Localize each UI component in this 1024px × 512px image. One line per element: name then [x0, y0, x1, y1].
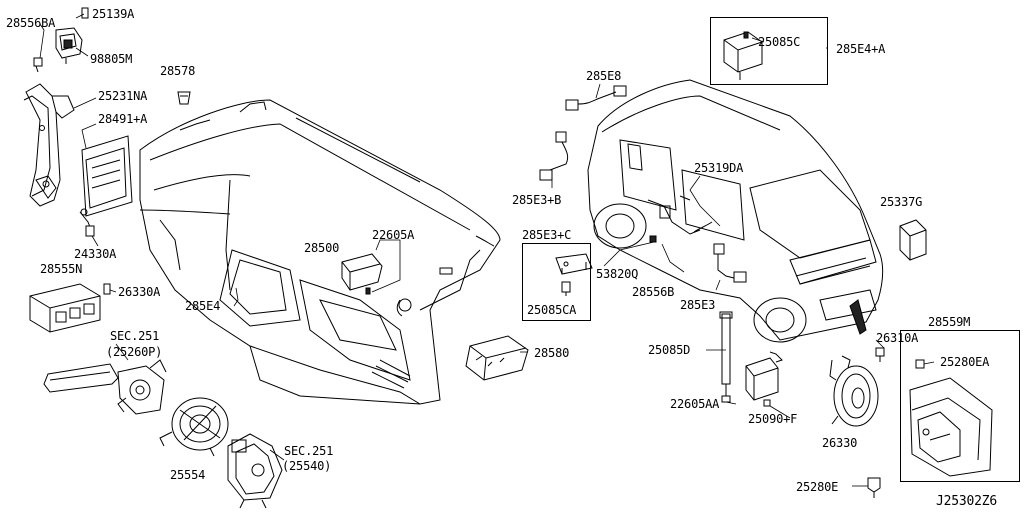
label-sec251-b: SEC.251 [284, 444, 334, 458]
label-28500: 28500 [304, 241, 340, 255]
clip-part [177, 91, 191, 105]
horn [829, 347, 885, 427]
dashboard [139, 99, 501, 405]
diagram-id: J25302Z6 [936, 494, 998, 509]
label-28580: 28580 [534, 346, 570, 360]
label-28555N: 28555N [40, 262, 83, 276]
label-25085CA: 25085CA [527, 303, 577, 317]
label-25139A: 25139A [92, 7, 135, 21]
control-unit-28500 [341, 253, 383, 295]
leader-lines [39, 13, 935, 487]
label-25319DA: 25319DA [694, 161, 744, 175]
label-285E4A: 285E4+A [836, 42, 886, 56]
spiral-cable [159, 397, 229, 457]
label-sec251-a: SEC.251 [110, 329, 160, 343]
label-285E3B: 285E3+B [512, 193, 562, 207]
harness-285E3B [539, 131, 569, 181]
box-285E3C-contents [555, 253, 593, 296]
relay-25337G [899, 219, 927, 261]
bolt-25280E [867, 477, 881, 498]
label-26330A: 26330A [118, 285, 161, 299]
label-28559M: 28559M [928, 315, 971, 329]
label-26310A: 26310A [876, 331, 919, 345]
bracket-28559M [909, 359, 993, 477]
steering-sensor [227, 433, 283, 509]
combination-switch [43, 359, 167, 415]
label-285E4: 285E4 [185, 299, 221, 313]
box-285E4A [710, 17, 828, 85]
label-285E3C: 285E3+C [522, 228, 572, 242]
module-28555N [29, 283, 111, 333]
label-25554: 25554 [170, 468, 206, 482]
label-25085D: 25085D [648, 343, 691, 357]
label-25090F: 25090+F [748, 412, 798, 426]
box-28559M [900, 330, 1020, 482]
label-28556BA: 28556BA [6, 16, 56, 30]
label-22605AA: 22605AA [670, 397, 720, 411]
label-28491A: 28491+A [98, 112, 148, 126]
label-25280EA: 25280EA [940, 355, 990, 369]
label-sec251-b-sub: (25540) [282, 459, 332, 473]
harness-285E8 [565, 85, 627, 111]
bracket-assembly [23, 7, 89, 207]
label-28578: 28578 [160, 64, 196, 78]
label-25085C: 25085C [758, 35, 801, 49]
module-25085C [723, 31, 763, 80]
label-25337G: 25337G [880, 195, 923, 209]
label-98805M: 98805M [90, 52, 133, 66]
label-25280E: 25280E [796, 480, 839, 494]
label-26330: 26330 [822, 436, 858, 450]
label-22605A: 22605A [372, 228, 415, 242]
relay-25090F [745, 351, 783, 407]
antenna-25085D [719, 311, 733, 403]
vehicle-body [587, 79, 884, 343]
box-285E3C [522, 243, 591, 321]
label-24330A: 24330A [74, 247, 117, 261]
label-25231NA: 25231NA [98, 89, 148, 103]
label-285E8: 285E8 [586, 69, 622, 83]
label-sec251-a-sub: (25260P) [106, 345, 163, 359]
label-285E3: 285E3 [680, 298, 716, 312]
label-28556B: 28556B [632, 285, 675, 299]
label-53820Q: 53820Q [596, 267, 639, 281]
ecu-module [79, 135, 133, 237]
harness-285E3 [713, 243, 747, 283]
module-28580 [465, 335, 529, 381]
